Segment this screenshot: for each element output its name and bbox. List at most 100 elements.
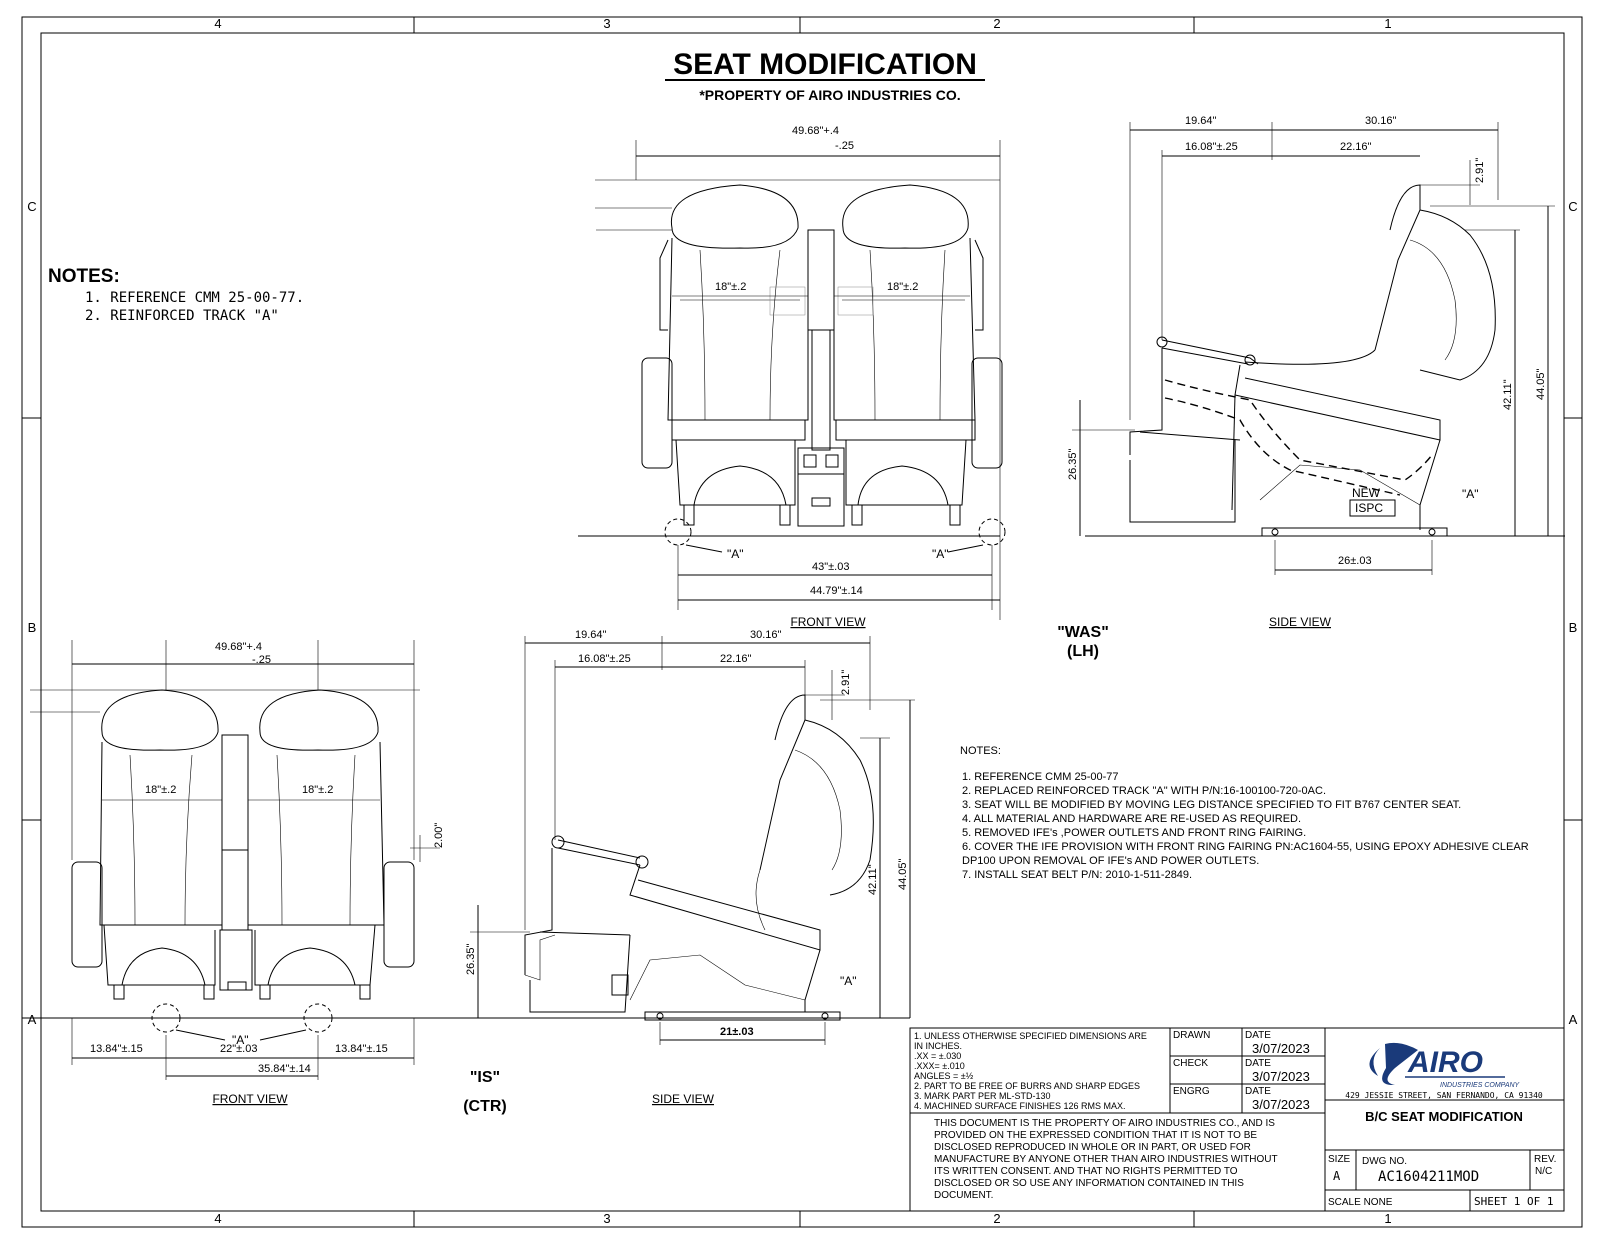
is-front-track-label: "A" [232,1033,249,1047]
scale-text: SCALE NONE [1328,1197,1393,1208]
was-front-caption: FRONT VIEW [790,615,866,629]
was-side-view: NEW ISPC "A" 19.64" 30.16" 16.08"±.25 22… [1067,115,1565,629]
was-side-dim-h1: 26.35" [1067,448,1079,480]
is-side-view: "A" 19.64" 30.16" 16.08"±.25 22.16" 2.91… [415,629,915,1106]
engrg-date: 3/07/2023 [1252,1097,1310,1112]
notes-main-item-2: 2. REPLACED REINFORCED TRACK "A" WITH P/… [962,785,1326,797]
rev-label: REV. [1534,1154,1556,1165]
spec-line-6: 2. PART TO BE FREE OF BURRS AND SHARP ED… [914,1081,1140,1091]
property-line-4: MANUFACTURE BY ANYONE OTHER THAN AIRO IN… [934,1154,1278,1165]
was-side-dim-h3: 44.05" [1535,368,1547,400]
property-line-6: DISCLOSED OR SO USE ANY INFORMATION CONT… [934,1178,1244,1189]
is-front-dim-side: 2.00" [433,823,445,848]
zone-row-a-right: A [1569,1012,1578,1027]
drawing-subtitle: *PROPERTY OF AIRO INDUSTRIES CO. [699,87,960,103]
was-side-dim-b: 30.16" [1365,115,1397,127]
spec-line-2: IN INCHES. [914,1041,962,1051]
spec-line-3: .XX = ±.030 [914,1051,961,1061]
is-side-dim-h1: 26.35" [465,943,477,975]
zone-col-4-top: 4 [214,16,221,31]
is-front-view: "A" 49.68"+.4 -.25 18"±.2 18"±.2 2.00" 1… [22,640,445,1106]
was-side-track-label: "A" [1462,487,1479,501]
zone-row-b-left: B [28,620,37,635]
rev-value: N/C [1535,1166,1552,1177]
check-date: 3/07/2023 [1252,1069,1310,1084]
dwg-number: AC1604211MOD [1378,1169,1479,1185]
is-front-track-mid: 22"±.03 [220,1043,257,1055]
spec-line-8: 4. MACHINED SURFACE FINISHES 126 RMS MAX… [914,1101,1126,1111]
title-block: 1. UNLESS OTHERWISE SPECIFIED DIMENSIONS… [909,1027,1565,1212]
drawn-label: DRAWN [1173,1030,1210,1041]
check-label: CHECK [1173,1058,1208,1069]
spec-line-1: 1. UNLESS OTHERWISE SPECIFIED DIMENSIONS… [914,1031,1147,1041]
was-side-dim-d: 22.16" [1340,141,1372,153]
was-side-dim-top: 2.91" [1474,158,1486,183]
zone-col-1-bottom: 1 [1384,1211,1391,1226]
was-front-width-a: 49.68"+.4 [792,125,839,137]
property-line-1: THIS DOCUMENT IS THE PROPERTY OF AIRO IN… [934,1118,1275,1129]
notes-main: NOTES: 1. REFERENCE CMM 25-00-77 2. REPL… [960,745,1529,881]
check-date-label: DATE [1245,1058,1271,1069]
is-side-track: 21±.03 [720,1026,754,1038]
zone-row-c-right: C [1568,199,1577,214]
is-front-track-right: 13.84"±.15 [335,1043,388,1055]
engrg-label: ENGRG [1173,1086,1210,1097]
notes-top-heading: NOTES: [48,266,120,287]
was-front-seat-width-left: 18"±.2 [715,281,746,293]
zone-col-2-bottom: 2 [993,1211,1000,1226]
is-side-dim-a: 19.64" [575,629,607,641]
size-label: SIZE [1328,1154,1351,1165]
notes-main-heading: NOTES: [960,745,1001,757]
was-front-track-span: 43"±.03 [812,561,849,573]
was-front-width-b: -.25 [835,140,854,152]
was-side-track: 26±.03 [1338,555,1372,567]
zone-row-a-left: A [28,1012,37,1027]
notes-main-item-4: 4. ALL MATERIAL AND HARDWARE ARE RE-USED… [962,813,1301,825]
was-sublabel: (LH) [1067,643,1099,660]
engrg-date-label: DATE [1245,1086,1271,1097]
was-front-track-label-left: "A" [727,547,744,561]
is-side-track-label: "A" [840,974,857,988]
zone-col-4-bottom: 4 [214,1211,221,1226]
is-side-dim-h3: 44.05" [897,858,909,890]
is-side-dim-b: 30.16" [750,629,782,641]
zone-col-3-bottom: 3 [603,1211,610,1226]
drawn-date-label: DATE [1245,1030,1271,1041]
sheet-border [21,16,1583,1228]
company-address: 429 JESSIE STREET, SAN FERNANDO, CA 9134… [1345,1091,1543,1100]
was-side-dim-c: 16.08"±.25 [1185,141,1238,153]
notes-main-item-6b: DP100 UPON REMOVAL OF IFE's AND POWER OU… [962,855,1259,867]
is-front-track-left: 13.84"±.15 [90,1043,143,1055]
notes-top-item-1: 1. REFERENCE CMM 25-00-77. [85,290,304,306]
property-line-3: DISCLOSED REPRODUCED IN WHOLE OR IN PART… [934,1142,1251,1153]
notes-main-item-7: 7. INSTALL SEAT BELT P/N: 2010-1-511-284… [962,869,1192,881]
was-side-ispc-label: ISPC [1355,501,1383,515]
zone-labels: 4 3 2 1 4 3 2 1 C B A C B A [27,16,1577,1226]
is-front-seat-width-left: 18"±.2 [145,784,176,796]
was-front-view: "A" "A" 49.68"+.4 -.25 18"±.2 18"±.2 43"… [578,125,1006,629]
zone-col-3-top: 3 [603,16,610,31]
spec-line-7: 3. MARK PART PER ML-STD-130 [914,1091,1051,1101]
is-front-seat-width-right: 18"±.2 [302,784,333,796]
was-front-overall: 44.79"±.14 [810,585,863,597]
was-side-caption: SIDE VIEW [1269,615,1332,629]
zone-row-b-right: B [1569,620,1578,635]
is-front-width-b: -.25 [252,654,271,666]
notes-top-item-2: 2. REINFORCED TRACK "A" [85,308,279,324]
logo-text: AIRO [1407,1046,1483,1079]
notes-main-item-1: 1. REFERENCE CMM 25-00-77 [962,771,1119,783]
is-side-dim-h2: 42.11" [867,864,879,895]
title-block-drawing-title: B/C SEAT MODIFICATION [1365,1109,1523,1124]
property-line-7: DOCUMENT. [934,1190,993,1201]
is-side-dim-c: 16.08"±.25 [578,653,631,665]
is-side-dim-top: 2.91" [840,670,852,695]
notes-main-item-3: 3. SEAT WILL BE MODIFIED BY MOVING LEG D… [962,799,1461,811]
notes-main-item-5: 5. REMOVED IFE's ,POWER OUTLETS AND FRON… [962,827,1306,839]
spec-line-4: .XXX= ±.010 [914,1061,965,1071]
drawn-date: 3/07/2023 [1252,1041,1310,1056]
logo-subtext: INDUSTRIES COMPANY [1440,1082,1521,1089]
airo-logo: AIRO INDUSTRIES COMPANY [1369,1042,1521,1089]
was-side-dim-a: 19.64" [1185,115,1217,127]
notes-top: NOTES: 1. REFERENCE CMM 25-00-77. 2. REI… [48,266,304,324]
